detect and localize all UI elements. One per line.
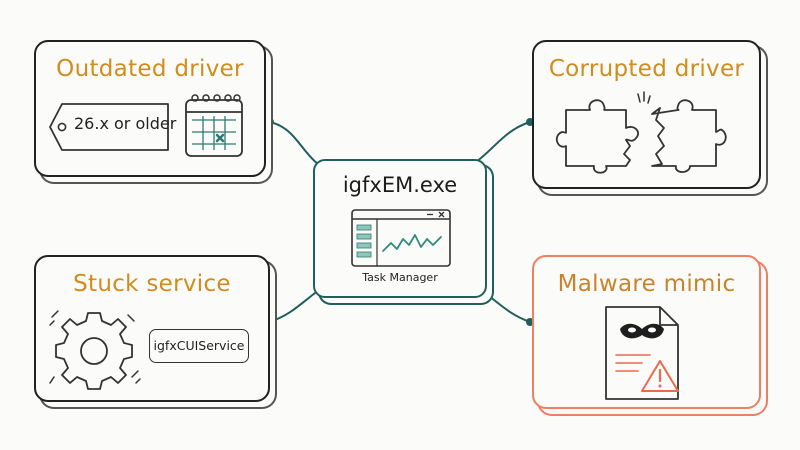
card-title: Corrupted driver <box>548 56 745 82</box>
task-manager-caption: Task Manager <box>362 271 438 284</box>
version-tag-icon <box>49 103 169 151</box>
connector-dot-outdated <box>266 118 274 126</box>
service-name-box: igfxCUIService <box>149 329 249 363</box>
card-outdated-driver: Outdated driver 26.x or older <box>34 40 266 177</box>
center-process-card: igfxEM.exe Task Manager <box>313 159 487 298</box>
connector-stuck <box>269 289 320 323</box>
card-title: Outdated driver <box>56 56 244 82</box>
process-name: igfxEM.exe <box>342 173 458 197</box>
task-manager-window-icon <box>351 209 451 267</box>
connector-corrupted <box>475 121 531 163</box>
card-stuck-service: Stuck service igfxCUIService <box>34 255 270 402</box>
service-name-label: igfxCUIService <box>153 338 245 353</box>
connector-outdated <box>269 121 320 166</box>
calendar-icon <box>185 94 243 157</box>
card-title: Malware mimic <box>557 271 736 297</box>
version-tag-label: 26.x or older <box>74 114 177 133</box>
card-corrupted-driver: Corrupted driver <box>532 40 761 189</box>
warning-icon <box>641 360 679 392</box>
masked-document-icon <box>605 306 679 400</box>
card-title: Stuck service <box>73 271 231 297</box>
broken-puzzle-icon <box>555 91 727 174</box>
connector-malware <box>480 289 531 323</box>
gear-icon <box>49 310 141 390</box>
card-malware-mimic: Malware mimic <box>532 255 761 409</box>
